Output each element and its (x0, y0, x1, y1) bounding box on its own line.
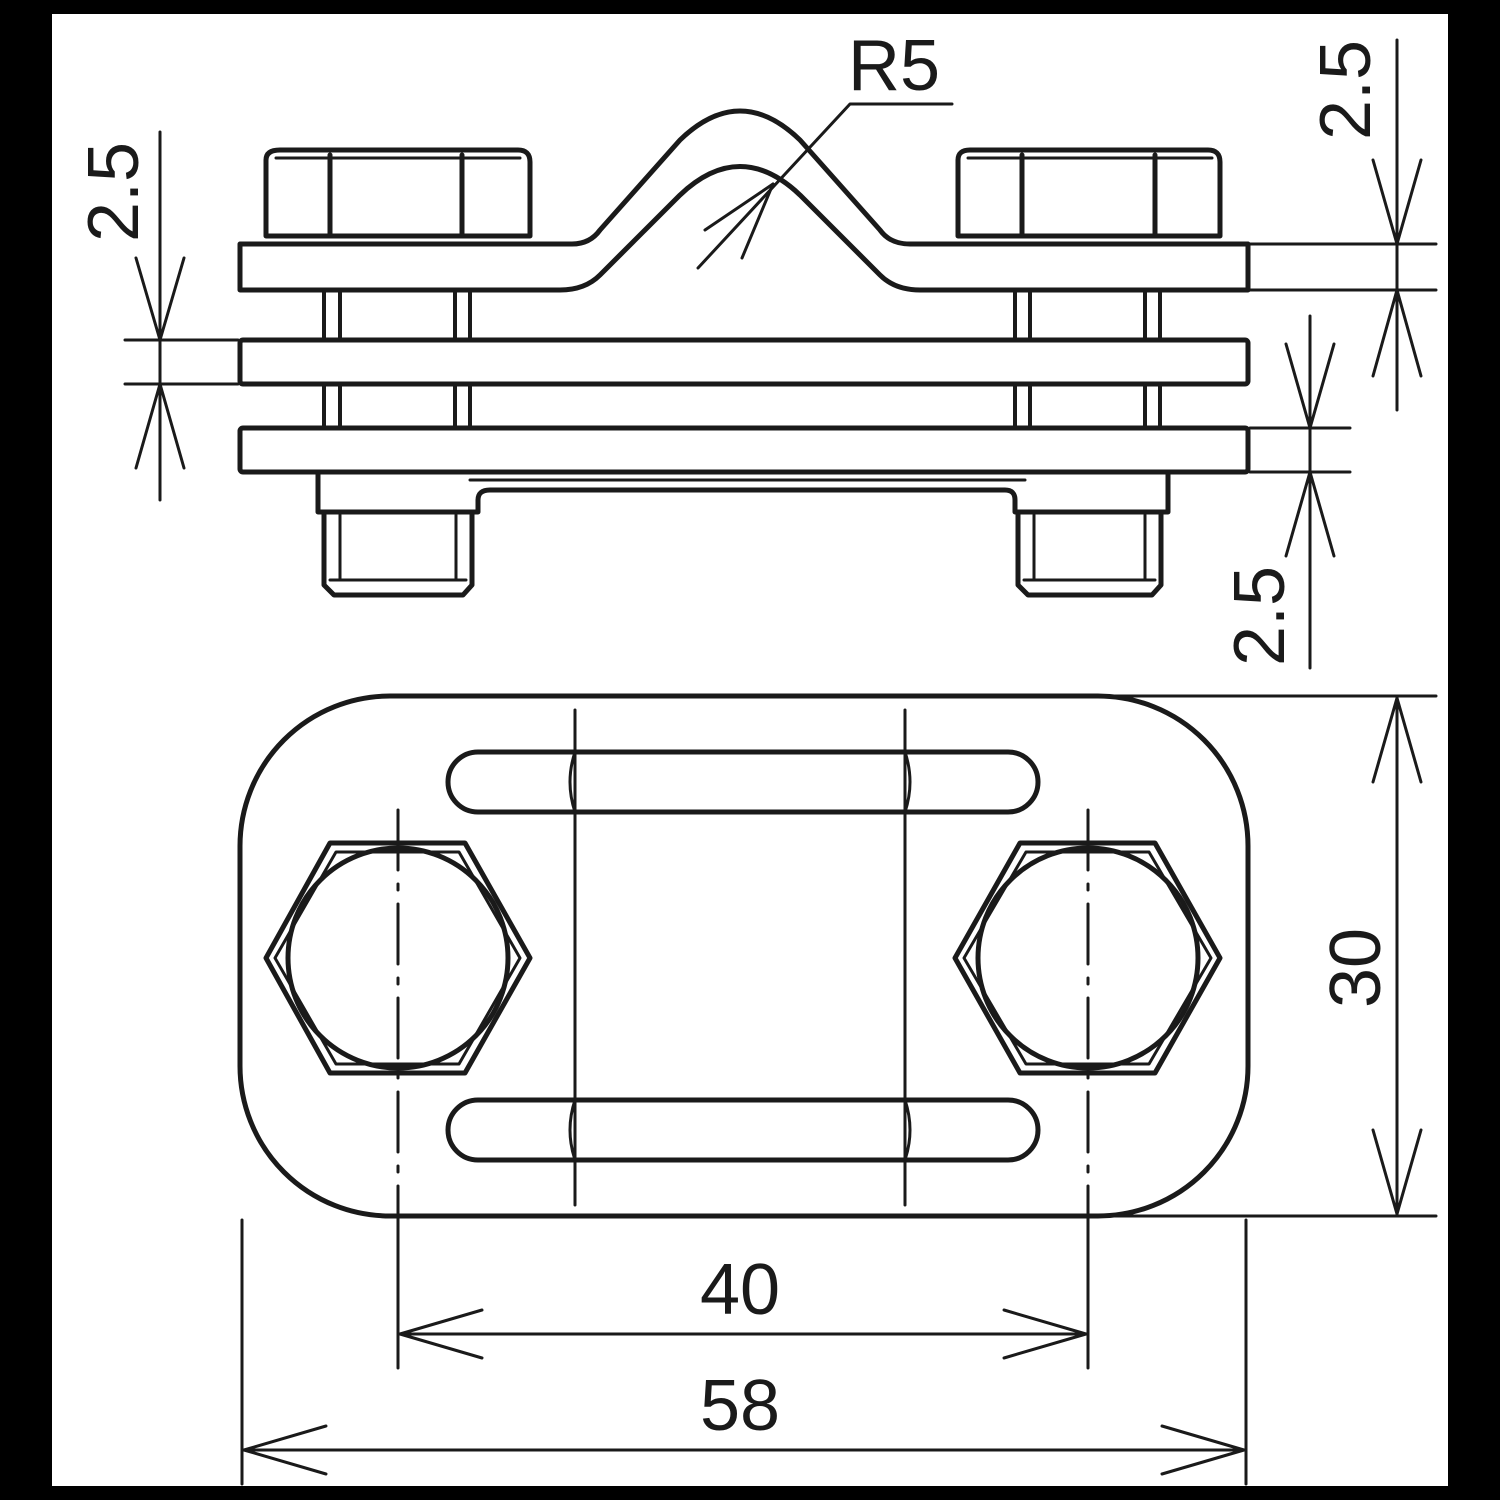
left-nut-top (263, 808, 533, 1222)
left-thread-end (321, 509, 475, 598)
radius-leader (696, 102, 954, 270)
top-plate (237, 108, 1251, 293)
overall-length-dimension (240, 1218, 1248, 1486)
right-bottom-thickness-dimension (1248, 314, 1352, 670)
left-bolt-shank (322, 288, 472, 430)
right-bolt-shank (1013, 288, 1162, 430)
height-label: 30 (1316, 928, 1396, 1008)
side-view (237, 108, 1251, 598)
middle-plate (237, 337, 1251, 387)
bottom-plate (237, 425, 1251, 475)
right-nut-top (952, 808, 1223, 1222)
top-view (237, 693, 1251, 1222)
overall-length-label: 58 (700, 1366, 780, 1446)
left-thickness-dimension (123, 130, 240, 502)
upper-slot (445, 749, 1041, 815)
height-dimension (1098, 694, 1438, 1218)
right-bottom-thickness-label: 2.5 (1220, 566, 1300, 666)
clamp-plate-outline (237, 693, 1251, 1219)
bolt-spacing-label: 40 (700, 1250, 780, 1330)
left-hex-nut (263, 147, 533, 239)
right-hex-nut (955, 147, 1223, 239)
base-strip (315, 469, 1171, 515)
radius-label: R5 (848, 26, 940, 106)
right-top-thickness-label: 2.5 (1306, 40, 1386, 140)
bolt-spacing-dimension (396, 1218, 1090, 1370)
conductor-outline (568, 708, 912, 1207)
left-thickness-label: 2.5 (74, 142, 154, 242)
lower-slot (445, 1097, 1041, 1163)
right-top-thickness-dimension (1248, 38, 1438, 412)
right-thread-end (1015, 509, 1164, 598)
